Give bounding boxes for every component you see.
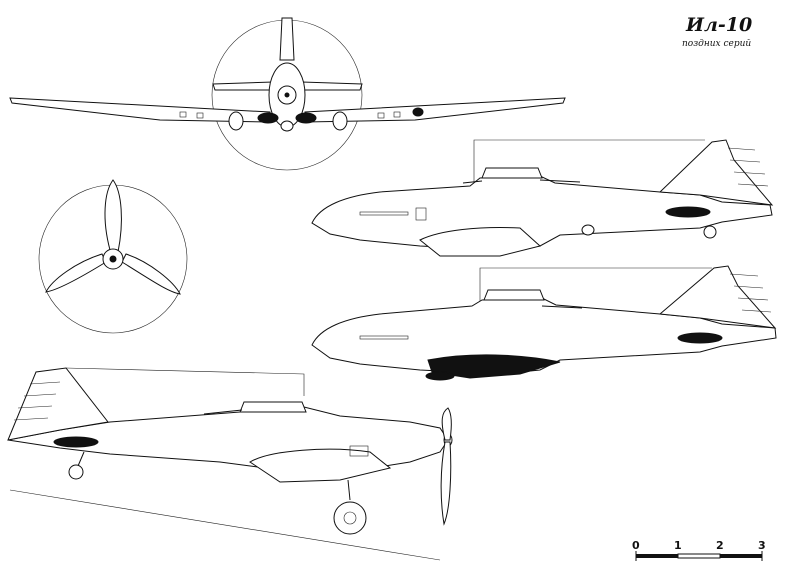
front-spinner-tip (284, 92, 290, 98)
upper-canopy (481, 167, 543, 179)
upper-rear-gun (539, 179, 581, 183)
scale-label-1: 1 (674, 539, 682, 552)
ground-line (9, 489, 441, 561)
lower-tail-gear-strut (77, 451, 85, 467)
middle-rudder-rib (741, 309, 772, 313)
lower-wing-root (249, 448, 392, 483)
middle-rear-gun (541, 305, 583, 309)
front-left-gear-fairing (228, 111, 244, 131)
upper-antenna-mast (462, 180, 483, 184)
middle-fuselage (311, 297, 777, 375)
lower-main-wheel-hub (343, 511, 357, 525)
front-left-wing (9, 97, 271, 123)
upper-panel (415, 207, 427, 221)
propeller-blade-left (45, 253, 107, 293)
upper-exhaust (359, 211, 409, 216)
upper-rudder-rib (729, 159, 761, 163)
lower-rear-gun (203, 409, 243, 415)
front-right-gear-fairing (332, 111, 348, 131)
drawing-subtitle: поздних серий (682, 39, 752, 49)
upper-gear-fairing (581, 224, 595, 236)
scale-label-0: 0 (632, 539, 640, 552)
lower-canopy (239, 401, 307, 413)
front-right-wing (304, 97, 566, 123)
scale-segment-2-3 (720, 554, 762, 558)
front-right-radiator (295, 112, 317, 124)
front-left-radiator (257, 112, 279, 124)
lower-main-wheel (333, 501, 367, 535)
side-view-lower (7, 367, 453, 561)
propeller-detail (38, 179, 188, 334)
scale-label-3: 3 (758, 539, 766, 552)
propeller-hub-center (109, 255, 117, 263)
lower-star-marking (53, 436, 99, 448)
middle-exhaust (359, 335, 409, 340)
middle-canopy (483, 289, 545, 301)
middle-datum-line (479, 267, 712, 302)
front-wing-panel (179, 111, 187, 118)
scale-segment-1-2 (677, 553, 721, 559)
front-left-stabilizer (212, 81, 274, 91)
propeller-blade-right (121, 253, 181, 295)
lower-propeller-blade-top (441, 407, 452, 441)
middle-rudder-rib (737, 297, 769, 301)
lower-rudder-rib (17, 405, 53, 409)
side-view-middle (311, 265, 777, 381)
upper-rudder-rib (733, 171, 766, 175)
scale-bar (635, 551, 763, 561)
drawing-title: Ил-10 (686, 14, 753, 36)
lower-propeller-blade-bottom (440, 441, 452, 526)
upper-wing-root (419, 227, 542, 257)
upper-rudder-rib (737, 183, 769, 187)
upper-rudder-rib (727, 147, 756, 151)
front-wing-panel (393, 111, 401, 118)
lower-rudder-rib (29, 381, 61, 385)
front-right-stabilizer (301, 81, 363, 91)
middle-star-marking (677, 332, 723, 344)
upper-datum-line (473, 139, 705, 182)
scale-label-2: 2 (716, 539, 724, 552)
lower-rudder-rib (13, 417, 49, 421)
front-wing-star-marking (412, 107, 424, 117)
lower-rudder-rib (23, 393, 57, 397)
lower-tail-wheel (68, 464, 84, 480)
lower-exhaust-panel (349, 445, 369, 457)
middle-rudder-rib (733, 285, 764, 289)
lower-main-gear-strut (347, 479, 351, 501)
propeller-blade-top (104, 179, 122, 253)
front-view (9, 17, 566, 171)
scale-segment-0-1 (636, 554, 678, 558)
middle-rudder-rib (729, 273, 759, 277)
side-view-upper (311, 139, 774, 257)
front-wing-panel (377, 112, 385, 119)
lower-datum-line (65, 367, 305, 396)
middle-gear-fairing (425, 371, 455, 381)
upper-tail-wheel (703, 225, 717, 239)
upper-star-marking (665, 206, 711, 218)
front-fin (279, 17, 295, 61)
middle-black-underside (427, 354, 561, 379)
front-chin-intake (280, 120, 294, 132)
lower-fin (7, 367, 109, 441)
front-wing-panel (196, 112, 204, 119)
